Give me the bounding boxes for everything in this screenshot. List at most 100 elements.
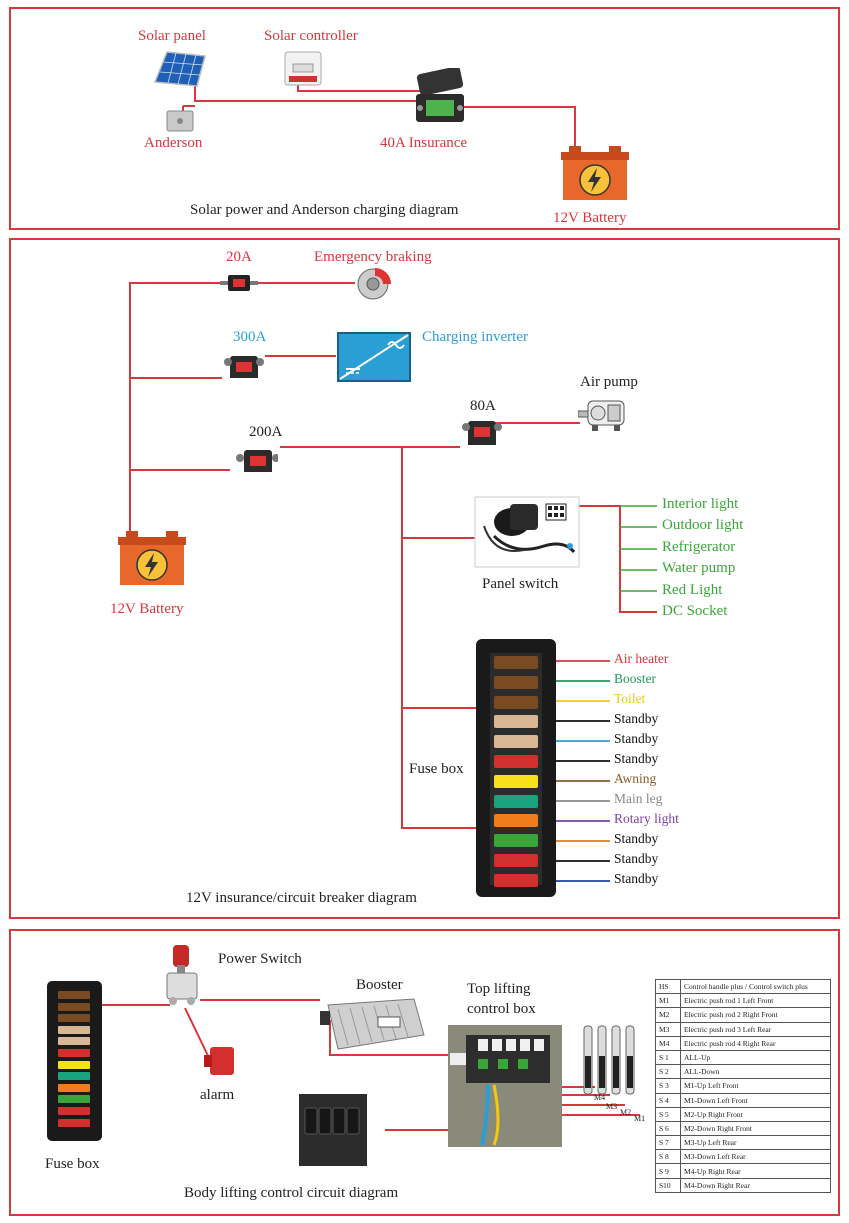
small-fuse [58,1002,90,1011]
code-desc: M1-Up Left Front [680,1078,831,1094]
alarm-icon [204,1047,234,1075]
anderson-label: Anderson [144,135,203,151]
code-desc: M2-Up Right Front [680,1106,831,1122]
battery-label: 12V Battery [553,210,627,226]
breaker-300a-icon [224,356,264,378]
fuse [494,715,538,729]
fuse-output-label: Booster [614,671,656,686]
code-desc: M1-Down Left Front [680,1092,831,1108]
code-desc: M3-Down Left Rear [680,1149,831,1165]
code-key: S 6 [655,1120,681,1137]
fuse-output-label: Toilet [614,691,646,706]
code-key: S 7 [655,1135,681,1151]
air-pump-icon [578,400,625,431]
small-fuse [58,1118,90,1127]
fuse-output-label: Awning [614,771,657,786]
push-rods-icon [583,1025,635,1095]
power-switch-label: Power Switch [218,951,302,967]
solar-panel-frame [9,7,840,230]
breaker-caption: 12V insurance/circuit breaker diagram [186,890,417,906]
booster-icon [320,998,425,1050]
breaker-80a-label: 80A [470,398,496,414]
code-desc: Electric push rod 2 Right Front [680,1007,831,1023]
code-key: S 5 [655,1106,681,1122]
small-fuse [58,1072,90,1081]
code-key: M2 [655,1007,681,1023]
panel-switch-label: Panel switch [482,576,559,592]
code-key: S10 [655,1177,681,1193]
switch-panel-photo [299,1094,367,1166]
fuse-output-label: Standby [614,831,659,846]
motor-label-m1: M1 [634,1114,646,1123]
control-box-label-2: control box [467,1001,536,1017]
fuse-output-label: Air heater [614,651,669,666]
fuse [494,755,538,768]
fuse [494,794,538,808]
brake-disc-icon [357,268,391,300]
fuse-output-label: Standby [614,851,659,866]
solar-panel-icon [153,51,206,87]
small-fuse [58,991,90,999]
fuse [494,735,538,749]
charging-inverter-icon [337,332,411,382]
fuse-output-label: Rotary light [614,811,679,826]
breaker-80a-icon [462,421,502,445]
fuse-output-label: Main leg [614,791,663,806]
anderson-connector-icon [166,110,194,132]
booster-label: Booster [356,977,403,993]
panel-switch-icon [474,496,580,568]
code-key: M1 [655,993,681,1009]
control-box-label-1: Top lifting [467,981,531,997]
fuse [494,675,538,689]
fuse-output-label: Standby [614,711,659,726]
code-key: S 8 [655,1149,681,1165]
emergency-braking-label: Emergency braking [314,249,432,265]
code-desc: ALL-Down [680,1064,831,1080]
code-key: S 4 [655,1092,681,1108]
body-lifting-panel-frame [9,929,840,1216]
fuse [494,695,538,709]
power-switch-icon [166,945,198,1005]
fuse [494,814,538,828]
panel-output-refrigerator: Refrigerator [662,539,736,555]
charging-inverter-label: Charging inverter [422,329,528,345]
small-fuse [58,1083,90,1092]
fuse-holder-icon [416,68,464,122]
solar-controller-label: Solar controller [264,28,358,44]
control-box-photo [448,1025,562,1147]
fuse [494,873,538,887]
main-battery-icon [118,531,186,585]
code-desc: Electric push rod 1 Left Front [680,993,831,1009]
small-fuse [58,1049,90,1057]
code-key: M3 [655,1021,681,1037]
fuse-output-label: Standby [614,751,659,766]
breaker-200a-label: 200A [249,424,283,440]
solar-panel-label: Solar panel [138,28,206,44]
panel-output-dc-socket: DC Socket [662,603,728,619]
breaker-20a-label: 20A [226,249,252,265]
code-key: HS [655,978,681,995]
solar-controller-icon [284,51,322,86]
fuse [494,774,538,788]
motor-label-m4: M4 [594,1093,606,1102]
battery-icon [561,146,629,200]
main-battery-label: 12V Battery [110,601,184,617]
motor-label-m3: M3 [606,1102,618,1111]
breaker-20a-icon [220,275,258,291]
small-fuse [58,1014,90,1023]
air-pump-label: Air pump [580,374,638,390]
small-fuse [58,1107,90,1115]
code-desc: Electric push rod 4 Right Rear [680,1035,831,1051]
code-desc: Control handle plus / Control switch plu… [680,978,831,995]
breaker-200a-icon [236,450,278,472]
